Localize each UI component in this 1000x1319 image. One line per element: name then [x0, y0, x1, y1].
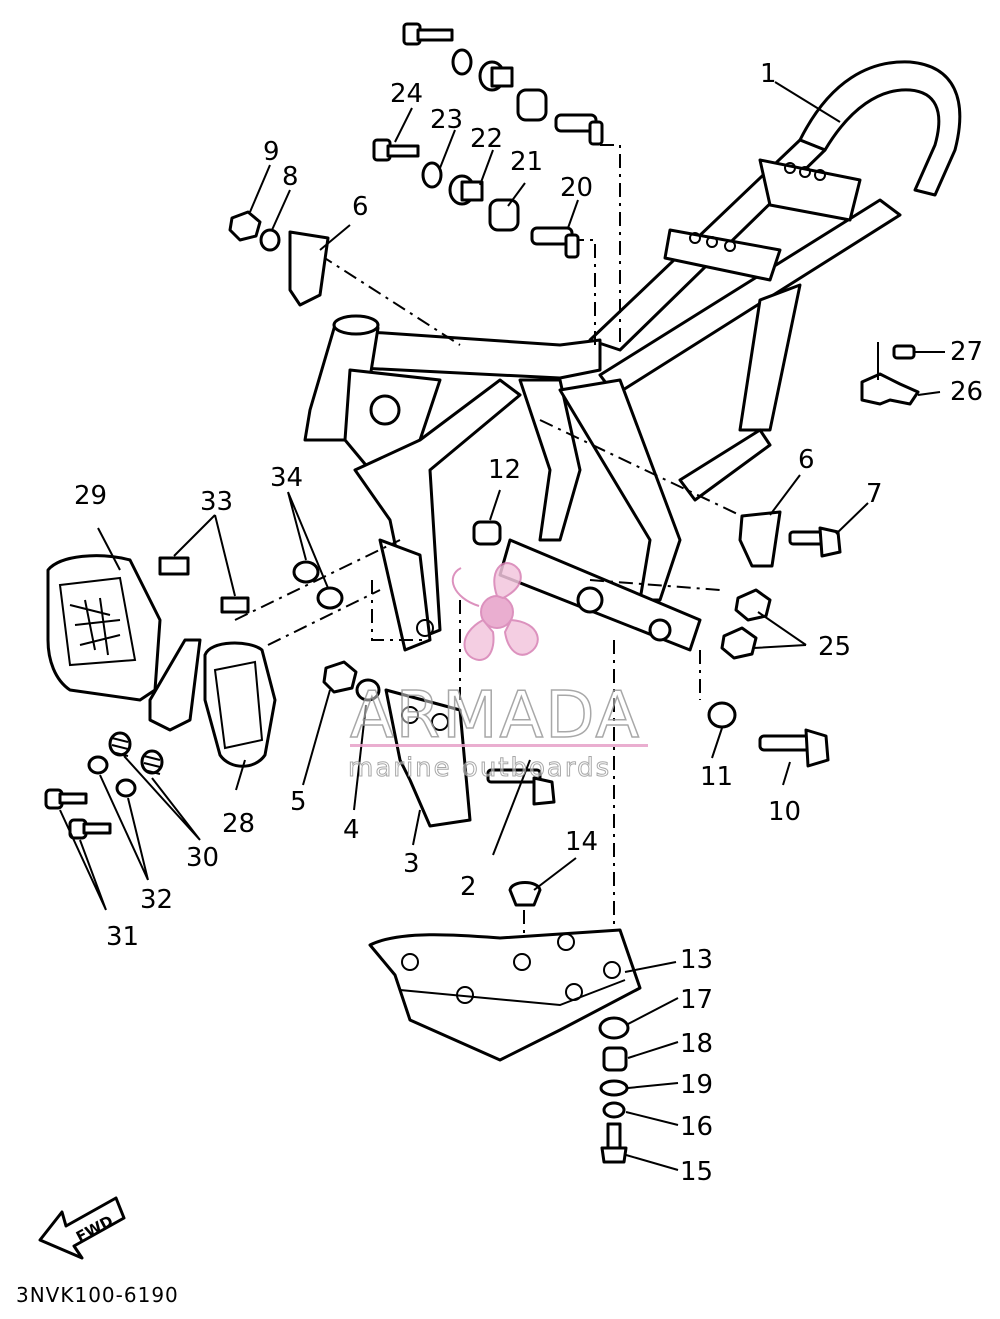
callout-25: 25 [818, 632, 851, 662]
callout-15: 15 [680, 1157, 713, 1187]
nut-25b [720, 626, 758, 660]
callout-29: 29 [74, 481, 107, 511]
reflector-29 [46, 554, 162, 702]
callout-5: 5 [290, 787, 307, 817]
watermark: ARMADA marine outboards [348, 562, 648, 784]
reflector-28 [203, 641, 277, 768]
washer-16 [602, 1101, 626, 1119]
callout-1: 1 [760, 59, 777, 89]
callout-21: 21 [510, 147, 543, 177]
screw-31 [44, 788, 88, 810]
collar-22 [478, 60, 514, 92]
washer-23b [421, 161, 443, 189]
callout-18: 18 [680, 1029, 713, 1059]
callout-33: 33 [200, 487, 233, 517]
callout-19: 19 [680, 1070, 713, 1100]
washer-32b [115, 778, 137, 798]
skid-plate-13 [368, 928, 642, 1062]
washer-32 [87, 755, 109, 775]
callout-32: 32 [140, 885, 173, 915]
callout-2: 2 [460, 872, 477, 902]
watermark-underline [350, 744, 648, 747]
bolt-7 [788, 526, 842, 558]
callout-8: 8 [282, 162, 299, 192]
washer-19 [599, 1079, 629, 1097]
watermark-tagline: marine outboards [348, 753, 611, 783]
watermark-brand: ARMADA [350, 679, 641, 753]
grommet-14 [508, 881, 542, 907]
bracket-6b [738, 510, 782, 568]
callout-9: 9 [263, 137, 280, 167]
diagram-code: 3NVK100-6190 [16, 1283, 179, 1307]
callout-20: 20 [560, 173, 593, 203]
callout-28: 28 [222, 809, 255, 839]
clamp-26 [860, 372, 920, 406]
leader-lines [59, 81, 945, 1171]
callout-26: 26 [950, 377, 983, 407]
plate-3 [384, 688, 472, 828]
callout-30: 30 [186, 843, 219, 873]
spring-30 [108, 731, 132, 757]
nut-25 [734, 588, 772, 622]
callout-31: 31 [106, 922, 139, 952]
bushing-21 [516, 88, 548, 122]
callout-10: 10 [768, 797, 801, 827]
callout-24: 24 [390, 79, 423, 109]
nut-12 [472, 520, 502, 546]
bracket-6 [288, 230, 330, 307]
collar-22b [448, 174, 484, 206]
callout-numbers: 1 2 3 4 5 6 6 7 8 9 10 11 12 13 14 15 16… [74, 59, 983, 1187]
callout-27: 27 [950, 337, 983, 367]
spring-30b [140, 749, 164, 775]
nut-5 [322, 660, 358, 694]
callout-3: 3 [403, 849, 420, 879]
bolt-24b [372, 138, 420, 162]
callout-22: 22 [470, 124, 503, 154]
callout-34: 34 [270, 463, 303, 493]
fwd-arrow: FWD [38, 1196, 126, 1260]
bolt-2 [486, 768, 556, 806]
bolt-20 [554, 113, 604, 146]
callout-12: 12 [488, 455, 521, 485]
damper-34 [292, 560, 320, 584]
bolt-20b [530, 226, 580, 259]
nut-9 [228, 210, 262, 242]
callout-6: 6 [352, 192, 369, 222]
washer-4 [355, 678, 381, 702]
propeller-logo [451, 562, 539, 662]
collar-18 [602, 1046, 628, 1072]
callout-4: 4 [343, 815, 360, 845]
screw-31b [68, 818, 112, 840]
callout-13: 13 [680, 945, 713, 975]
bolt-24 [402, 22, 454, 46]
label-33b [220, 596, 250, 614]
collar-11 [707, 701, 737, 729]
callout-14: 14 [565, 827, 598, 857]
damper-17 [598, 1016, 630, 1040]
callout-7: 7 [866, 479, 883, 509]
bolt-27 [892, 344, 916, 360]
callout-6b: 6 [798, 445, 815, 475]
bolt-10 [758, 728, 830, 768]
bushing-21b [488, 198, 520, 232]
label-33 [158, 556, 190, 576]
callout-16: 16 [680, 1112, 713, 1142]
bolt-15 [600, 1122, 628, 1164]
main-frame [303, 60, 962, 652]
callout-11: 11 [700, 762, 733, 792]
washer-23 [451, 48, 473, 76]
assembly-lines [234, 144, 751, 970]
callout-23: 23 [430, 105, 463, 135]
stay-bracket [148, 638, 202, 732]
damper-34b [316, 586, 344, 610]
callout-17: 17 [680, 985, 713, 1015]
washer-8 [259, 228, 281, 252]
